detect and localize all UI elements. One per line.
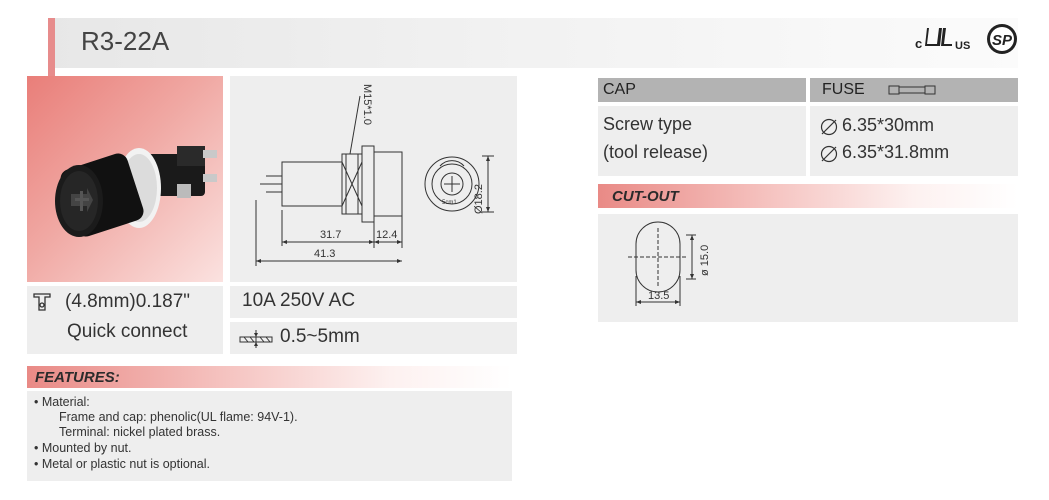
cap-diameter-label: Ø18.2 [473,184,485,214]
fuse-header-label: FUSE [822,81,865,98]
fuse-header: FUSE [810,78,1018,102]
fuse-size-2: 6.35*31.8mm [842,142,950,162]
terminal-icon [33,293,51,311]
feature-line: Frame and cap: phenolic(UL flame: 94V-1)… [59,410,298,424]
product-photo [27,76,223,282]
terminal-type-text: Quick connect [67,321,188,342]
fuse-value-cell: 6.35*30mm 6.35*31.8mm [810,106,1018,176]
rating-text: 10A 250V AC [242,290,356,311]
rating-box: 10A 250V AC [230,286,517,318]
cutout-width-label: 13.5 [648,290,669,302]
model-title: R3-22A [81,26,170,56]
terminal-size-text: (4.8mm)0.187" [65,291,191,312]
cap-marking-label: 5cm1 [442,200,457,206]
feature-line: • Material: [34,395,90,409]
dimension-drawing: M15*1.0 31.7 12.4 41.3 Ø18.2 5cm1 [230,76,517,282]
diameter-icon [820,118,838,136]
title-bar: R3-22A [48,18,1018,76]
fuse-size-1: 6.35*30mm [842,115,935,135]
fuse-holder-image [55,146,217,237]
features-list: • Material: Frame and cap: phenolic(UL f… [27,391,512,481]
cutout-drawing-box: 13.5 ø 15.0 [598,214,1018,322]
svg-text:SP: SP [992,32,1013,49]
cutout-drawing: 13.5 ø 15.0 [628,221,711,306]
feature-line: • Mounted by nut. [34,441,132,455]
cap-release-text: (tool release) [603,142,709,162]
cap-length-label: 12.4 [376,229,397,241]
panel-thickness-icon [239,330,273,348]
body-length-label: 31.7 [320,229,341,241]
cap-type-text: Screw type [603,114,693,134]
svg-text:c: c [915,36,922,51]
cutout-heading: CUT-OUT [612,188,679,205]
feature-line: Terminal: nickel plated brass. [59,425,221,439]
panel-thickness-box: 0.5~5mm [230,322,517,354]
feature-line: • Metal or plastic nut is optional. [34,457,210,471]
features-heading-bar: FEATURES: [27,366,512,388]
ul-certification-icon: c US [915,28,970,52]
svg-text:US: US [955,40,970,52]
side-view-drawing: M15*1.0 31.7 12.4 41.3 Ø18.2 5cm1 [255,84,494,266]
csa-certification-icon: SP [987,24,1017,54]
cutout-heading-bar: CUT-OUT [598,184,1018,208]
title-accent [48,18,55,76]
cutout-diameter-label: ø 15.0 [699,245,711,276]
cap-value-cell: Screw type (tool release) [598,106,806,176]
fuse-icon [888,85,936,95]
total-length-label: 41.3 [314,248,335,260]
thread-spec-label: M15*1.0 [361,84,373,125]
terminal-spec-box: (4.8mm)0.187" Quick connect [27,286,223,354]
panel-thickness-text: 0.5~5mm [280,326,360,347]
cap-header: CAP [598,78,806,102]
cap-header-label: CAP [603,81,636,98]
diameter-icon [820,145,838,163]
features-heading: FEATURES: [35,369,120,386]
